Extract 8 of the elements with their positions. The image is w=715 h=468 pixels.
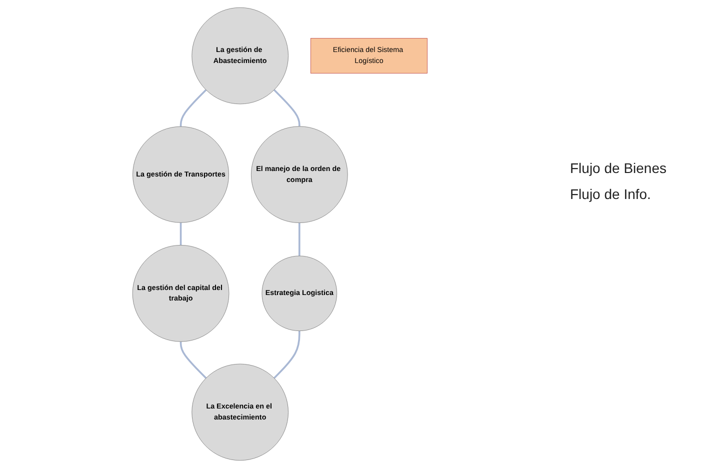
connector bbox=[180, 89, 207, 127]
connector bbox=[298, 222, 300, 256]
flow-label: Flujo de Bienes bbox=[570, 160, 668, 176]
connector bbox=[274, 330, 300, 379]
connector bbox=[180, 342, 207, 379]
flow-label: Flujo de Info. bbox=[570, 186, 652, 202]
connector bbox=[274, 89, 300, 126]
connector bbox=[180, 222, 182, 246]
